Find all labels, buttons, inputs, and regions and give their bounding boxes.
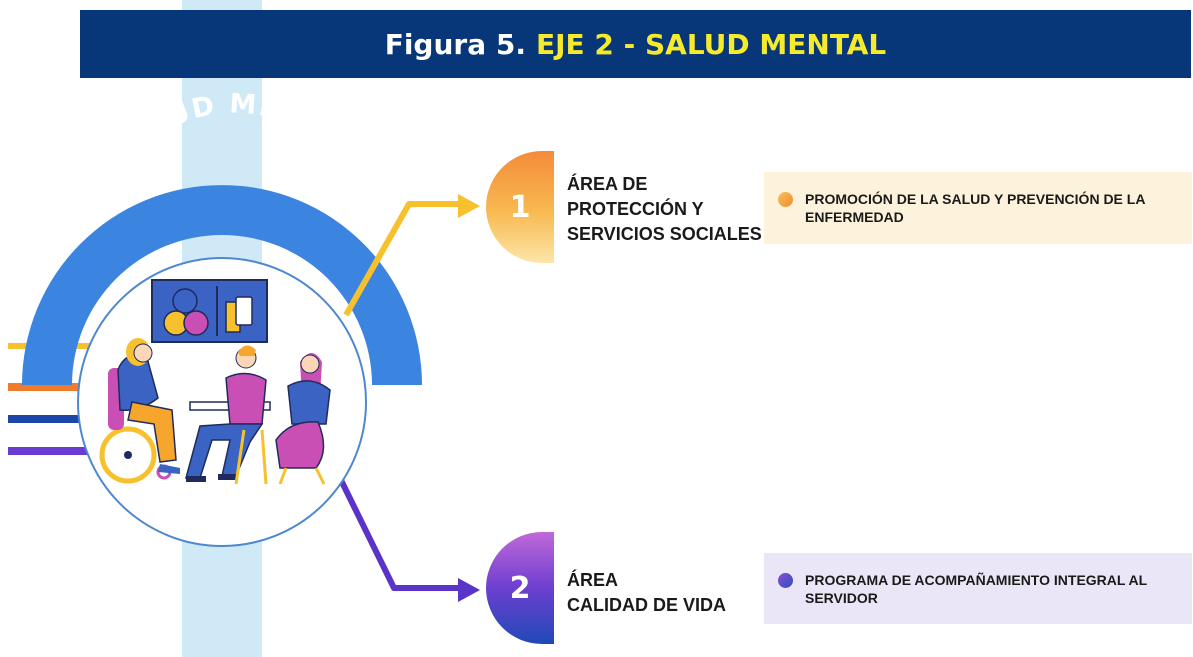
arrow-area-2-icon bbox=[458, 578, 480, 602]
area-1-program-panel: PROMOCIÓN DE LA SALUD Y PREVENCIÓN DE LA… bbox=[764, 172, 1192, 244]
venn-diagram-icon bbox=[163, 288, 209, 336]
bullet-dot-icon bbox=[778, 192, 793, 207]
arrow-area-1-icon bbox=[458, 194, 480, 218]
left-line-purple bbox=[8, 447, 94, 455]
area-2-program-panel: PROGRAMA DE ACOMPAÑAMIENTO INTEGRAL AL S… bbox=[764, 553, 1192, 624]
phone-icon bbox=[225, 296, 253, 333]
salud-mental-arch bbox=[22, 185, 422, 385]
connector-area-1 bbox=[343, 201, 462, 317]
bullet-dot-icon bbox=[778, 573, 793, 588]
area-1-title: ÁREA DE PROTECCIÓN Y SERVICIOS SOCIALES bbox=[567, 172, 767, 247]
left-line-blue bbox=[8, 415, 92, 423]
area-2-title-line-2: CALIDAD DE VIDA bbox=[567, 595, 727, 615]
people-meeting-illustration bbox=[99, 279, 331, 485]
area-1-title-line-2: PROTECCIÓN Y bbox=[567, 199, 704, 219]
area-2-title: ÁREA CALIDAD DE VIDA bbox=[567, 568, 767, 618]
arch-label: SALUD MENTAL bbox=[105, 88, 366, 170]
left-line-orange bbox=[8, 383, 86, 391]
figure-title: EJE 2 - SALUD MENTAL bbox=[535, 27, 887, 61]
area-1-title-line-1: ÁREA DE bbox=[567, 174, 648, 194]
area-2-title-line-1: ÁREA bbox=[567, 570, 619, 590]
area-1-title-line-3: SERVICIOS SOCIALES bbox=[567, 224, 762, 244]
figure-number: Figura 5. bbox=[384, 27, 526, 61]
connector-area-2 bbox=[335, 472, 462, 591]
figure-header: Figura 5. EJE 2 - SALUD MENTAL bbox=[80, 10, 1191, 78]
area-2-program-text: PROGRAMA DE ACOMPAÑAMIENTO INTEGRAL AL S… bbox=[805, 572, 1147, 606]
area-1-program-text: PROMOCIÓN DE LA SALUD Y PREVENCIÓN DE LA… bbox=[805, 191, 1145, 225]
